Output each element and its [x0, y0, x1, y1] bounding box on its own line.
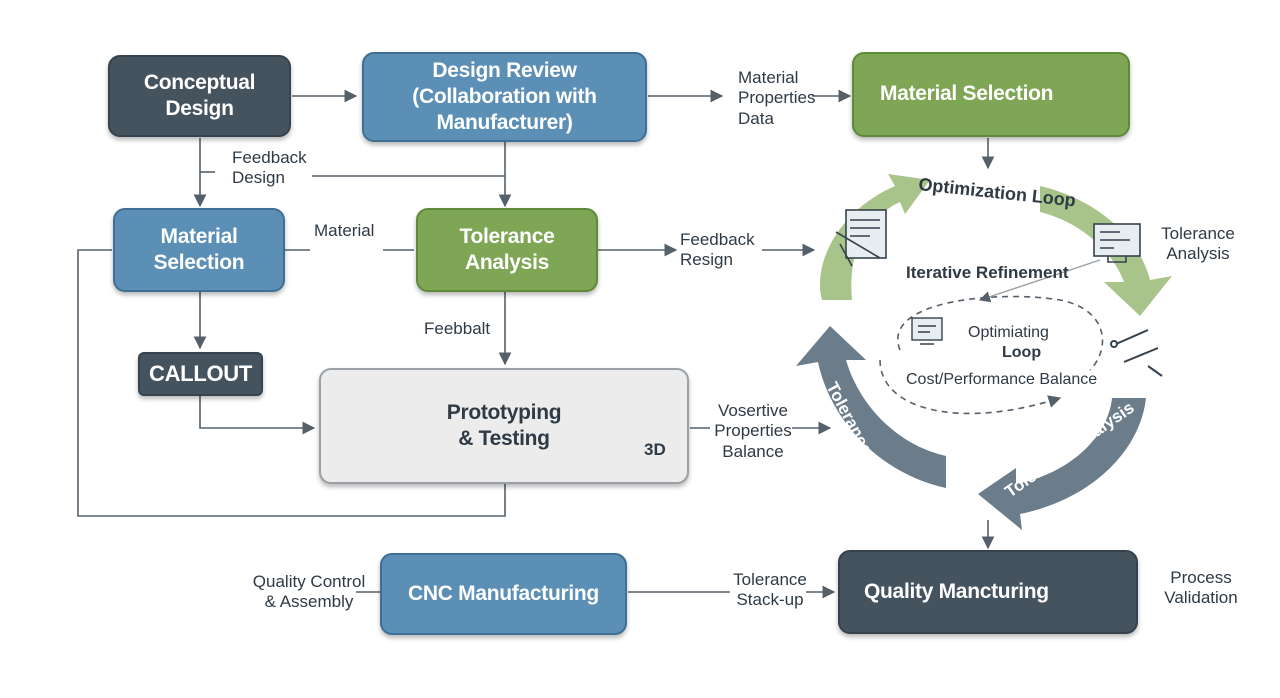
- dashed-inner-loop-bottom: [879, 359, 1062, 415]
- material-selection-top-label: Material Selection: [880, 82, 1054, 106]
- process-validation-label: Process Validation: [1164, 568, 1238, 608]
- quality-manufacturing-label: Quality Mancturing: [864, 579, 1049, 603]
- material-label: Material: [314, 221, 375, 240]
- node-quality-manufacturing[interactable]: Quality Mancturing: [838, 550, 1138, 634]
- loop-label: Loop: [1002, 344, 1042, 361]
- optimiating-label: Optimiating: [968, 324, 1049, 341]
- computer-icon: [911, 317, 943, 345]
- feedback-loop-left: [77, 249, 506, 517]
- material-properties-data-label: Material Properties Data: [738, 68, 816, 128]
- feebbalt-label: Feebbalt: [424, 319, 491, 338]
- dashed-inner-loop: [897, 295, 1104, 371]
- optimization-loop-label: Optimization Loop: [918, 174, 1077, 210]
- loop-arrow-slate-left: [796, 326, 946, 488]
- wrench-icon: [1110, 329, 1163, 377]
- node-cnc-manufacturing[interactable]: CNC Manufacturing: [380, 553, 627, 635]
- monitor-icon: [1093, 223, 1141, 263]
- loop-arrow-slate-right: [978, 398, 1146, 530]
- quality-control-assembly-label: Quality Control & Assembly: [252, 572, 366, 612]
- cost-performance-balance-label: Cost/Performance Balance: [906, 371, 1098, 388]
- arrow-callout-to-prototype: [199, 396, 316, 435]
- iterative-refinement-label: Iterative Refinement: [906, 263, 1069, 282]
- node-callout[interactable]: CALLOUT: [138, 352, 263, 396]
- node-prototyping-testing[interactable]: Prototyping & Testing: [319, 368, 689, 484]
- node-material-selection-top[interactable]: Material Selection: [852, 52, 1130, 137]
- feedback-design-label: Feedback Design: [232, 148, 307, 188]
- callout-label: CALLOUT: [149, 361, 252, 387]
- 3d-label: 3D: [644, 440, 666, 459]
- node-conceptual-design[interactable]: Conceptual Design: [108, 55, 291, 137]
- connector-lines: [77, 89, 995, 599]
- tolerance-analysis-label: Tolerance Analysis: [459, 224, 555, 274]
- prototyping-testing-label: Prototyping & Testing: [446, 400, 562, 450]
- node-tolerance-analysis[interactable]: Tolerance Analysis: [416, 208, 598, 292]
- arrow-into-inner-loop: [978, 259, 1101, 303]
- design-review-label: Design Review (Collaboration with Manufa…: [412, 58, 597, 135]
- feedback-resign-label: Feedback Resign: [680, 230, 755, 270]
- material-selection-left-label: Material Selection: [153, 224, 245, 274]
- vosertive-properties-balance-label: Vosertive Properties Balance: [714, 401, 792, 461]
- node-material-selection-left[interactable]: Material Selection: [113, 208, 285, 292]
- tolerance-analysis-right-label: Tolerance Analysis: [1161, 224, 1235, 264]
- tolerance-stackup-label: Tolerance Stack-up: [733, 570, 807, 610]
- node-design-review[interactable]: Design Review (Collaboration with Manufa…: [362, 52, 647, 142]
- conceptual-design-label: Conceptual Design: [143, 70, 256, 120]
- loop-arrow-green-left: [820, 174, 930, 300]
- cnc-manufacturing-label: CNC Manufacturing: [408, 581, 599, 605]
- caliper-blueprint-icon: [835, 209, 887, 267]
